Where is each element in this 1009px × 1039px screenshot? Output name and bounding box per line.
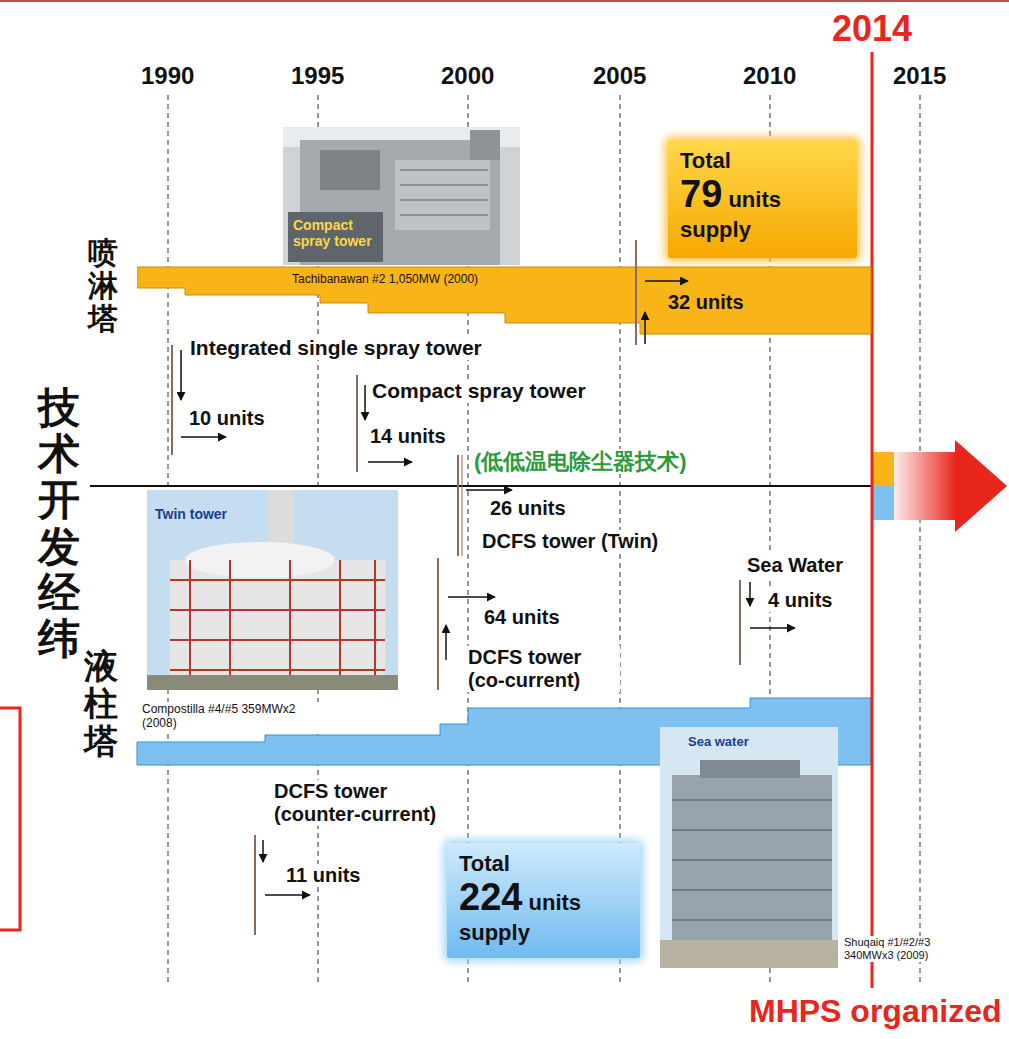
node-text: supply	[680, 217, 845, 242]
year-marker: 2014	[830, 8, 914, 49]
panel	[395, 160, 490, 230]
photo-panel: Sea water	[660, 727, 838, 968]
photo-shadow	[288, 212, 383, 262]
milestone-line	[171, 345, 173, 455]
milestone-arrow	[265, 894, 310, 896]
node-text: Total	[459, 851, 628, 876]
milestone-arrow	[448, 596, 495, 598]
node-text: Tachibanawan #2 1,050MW (2000)	[292, 273, 478, 287]
year-gridline	[920, 95, 921, 985]
unit-count: 14 units	[368, 425, 448, 448]
node-text: 224 units	[459, 876, 628, 920]
photo-sky	[660, 727, 838, 968]
band-shape	[137, 267, 871, 334]
panel-lines	[400, 170, 488, 215]
count-unit: units	[722, 187, 781, 212]
count-unit: units	[522, 890, 581, 915]
count-number: 79	[680, 173, 722, 215]
year-label: 2005	[591, 62, 648, 90]
tower-body	[170, 560, 385, 690]
unit-count: 4 units	[766, 589, 834, 612]
sea-water-photo	[660, 727, 838, 968]
future-spray-swatch	[872, 452, 894, 486]
node-text: supply	[459, 920, 628, 945]
roof	[700, 760, 800, 778]
milestone-arrow	[181, 436, 226, 438]
node-text: Compact spray tower	[293, 217, 378, 249]
category-label: 液柱塔	[84, 648, 118, 760]
node-text: 32 units	[668, 291, 744, 314]
milestone-line	[457, 455, 459, 556]
milestone-label: DCFS tower (co-current)	[466, 646, 620, 692]
scaffolding	[170, 560, 385, 690]
future-arrow-head	[955, 440, 1007, 532]
tower-body	[672, 775, 832, 965]
category-label: 喷淋塔	[88, 236, 118, 335]
technology-note: (低低温电除尘器技术)	[472, 449, 689, 474]
year-label: 2015	[891, 62, 948, 90]
milestone-arrow	[368, 461, 412, 463]
spray-tower-photo	[283, 127, 520, 265]
milestone-line	[739, 580, 741, 665]
photo-ground	[283, 127, 520, 265]
milestone-label: DCFS tower (counter-current)	[272, 780, 466, 826]
milestone-line	[254, 835, 256, 935]
twin-tower-photo	[147, 490, 398, 690]
future-column-swatch	[872, 486, 894, 520]
unit-count: 26 units	[488, 497, 568, 520]
total-box: Total79 unitssupply	[668, 140, 857, 258]
photo-ground	[147, 675, 398, 690]
milestone-line	[356, 375, 358, 472]
organization-note: MHPS organized	[747, 993, 1003, 1030]
unit-count: 64 units	[482, 606, 562, 629]
reorganization-line	[871, 52, 874, 988]
photo-panel: Compact spray tower	[283, 127, 520, 265]
year-label: 1995	[289, 62, 346, 90]
milestone-line	[462, 455, 463, 556]
photo-panel: Twin tower	[147, 490, 398, 690]
total-box: Total224 unitssupply	[447, 843, 640, 958]
time-axis	[90, 485, 872, 487]
axis-title: 技术开发经纬	[38, 385, 80, 662]
milestone-label: DCFS tower (Twin)	[480, 530, 660, 553]
photo-sky	[147, 490, 398, 690]
milestone-label: Integrated single spray tower	[188, 336, 484, 360]
spray-tower-band: Tachibanawan #2 1,050MW (2000) 32 units	[137, 265, 872, 336]
milestone-line	[437, 558, 439, 690]
milestone-arrow	[749, 582, 751, 606]
plant-caption: Shuqaiq #1/#2/#3 340MWx3 (2009)	[842, 936, 956, 962]
count-number: 224	[459, 876, 522, 918]
year-label: 2000	[439, 62, 496, 90]
milestone-arrow	[750, 627, 795, 629]
unit-count: 10 units	[187, 407, 267, 430]
stack	[470, 130, 500, 160]
panel-lines	[672, 800, 832, 920]
future-arrow-body	[894, 452, 956, 520]
year-label: 2010	[741, 62, 798, 90]
unit-count: 11 units	[284, 864, 362, 887]
top-rule	[0, 0, 1009, 2]
milestone-arrow	[466, 489, 512, 491]
node-text: Twin tower	[155, 506, 227, 522]
milestone-arrow	[180, 350, 182, 400]
milestone-label: Compact spray tower	[370, 379, 588, 403]
band-outline	[137, 265, 872, 336]
year-label: 1990	[139, 62, 196, 90]
milestone-arrow	[445, 625, 447, 660]
duct	[320, 150, 380, 190]
node-text: 79 units	[680, 173, 845, 217]
plant-caption: Compostilla #4/#5 359MWx2 (2008)	[140, 702, 319, 731]
year-gridlines	[168, 95, 920, 985]
milestone-label: Sea Water	[745, 554, 845, 577]
red-bracket	[0, 708, 20, 930]
node-text: Sea water	[688, 735, 749, 750]
node-text: Total	[680, 148, 845, 173]
photo-ground	[660, 940, 838, 968]
tower-dome	[185, 542, 335, 578]
milestone-arrow	[262, 840, 264, 862]
milestone-arrow	[364, 385, 366, 420]
